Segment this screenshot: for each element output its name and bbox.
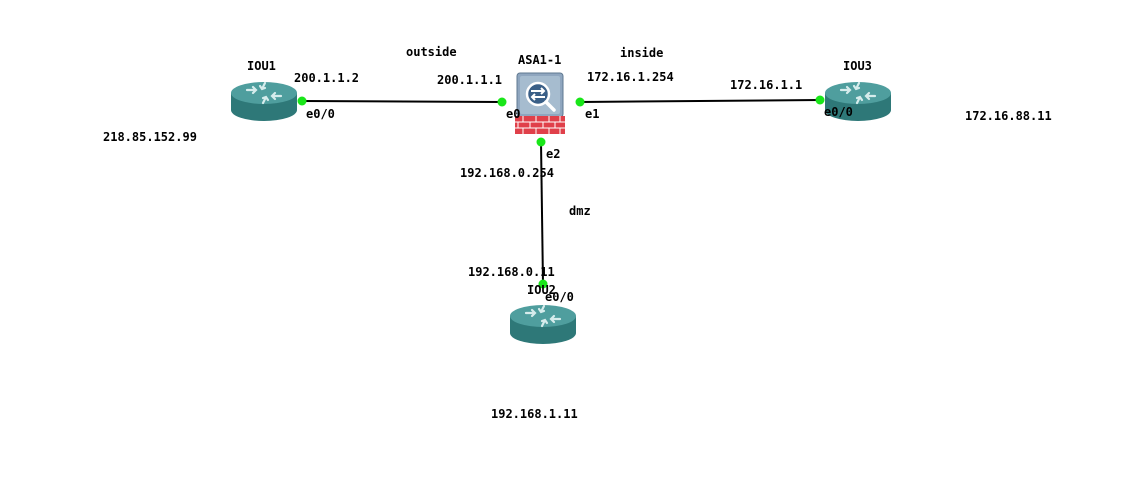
ip-label-iou3-e00: 172.16.1.1 <box>730 78 803 92</box>
port-label-iou3-e00: e0/0 <box>824 105 853 119</box>
port-label-asa-e1: e1 <box>585 107 600 121</box>
link-asa-iou2[interactable] <box>540 141 544 285</box>
router-icon[interactable] <box>229 80 299 124</box>
ip-label-asa-e0: 200.1.1.1 <box>437 73 503 87</box>
ip-label-iou3-loopback: 172.16.88.11 <box>965 109 1052 123</box>
zone-label-dmz: dmz <box>569 204 591 218</box>
ip-label-iou2-e00: 192.168.0.11 <box>468 265 555 279</box>
ip-label-asa-e2: 192.168.0.254 <box>460 166 554 180</box>
port-asa-e0[interactable] <box>497 97 507 107</box>
port-label-iou2-e00: e0/0 <box>545 290 574 304</box>
ip-label-asa-e1: 172.16.1.254 <box>587 70 674 84</box>
port-asa-e1[interactable] <box>575 97 585 107</box>
asa-firewall-icon[interactable] <box>514 72 566 136</box>
zone-label-outside: outside <box>406 45 457 59</box>
device-name-asa: ASA1-1 <box>518 53 562 67</box>
router-icon[interactable] <box>823 80 893 124</box>
port-iou1-e00[interactable] <box>297 96 307 106</box>
ip-label-iou2-loopback: 192.168.1.11 <box>491 407 578 421</box>
link-asa-iou3[interactable] <box>579 99 821 103</box>
device-name-iou2: IOU2 <box>527 283 556 297</box>
link-iou1-asa[interactable] <box>301 100 503 103</box>
port-iou3-e00[interactable] <box>815 95 825 105</box>
port-label-iou1-e00: e0/0 <box>306 107 335 121</box>
port-label-asa-e2: e2 <box>546 147 561 161</box>
device-name-iou1: IOU1 <box>247 59 276 73</box>
zone-label-inside: inside <box>620 46 664 60</box>
port-iou2-e00[interactable] <box>538 279 548 289</box>
router-icon[interactable] <box>508 303 578 347</box>
port-label-asa-e0: e0 <box>506 107 521 121</box>
ip-label-iou1-e00: 200.1.1.2 <box>294 71 360 85</box>
ip-label-iou1-loopback: 218.85.152.99 <box>103 130 197 144</box>
device-name-iou3: IOU3 <box>843 59 872 73</box>
port-asa-e2[interactable] <box>536 137 546 147</box>
